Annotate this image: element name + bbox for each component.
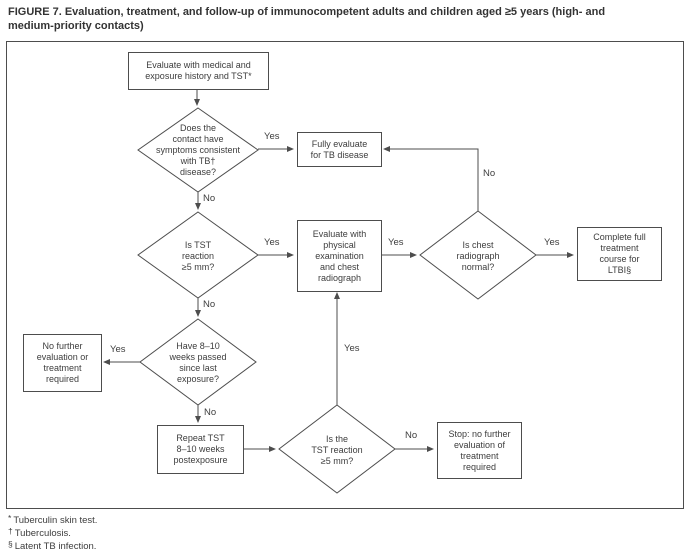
footnote-text: Latent TB infection.	[14, 541, 97, 552]
decision-tst2-shape	[278, 404, 396, 494]
node-evaluate-physical: Evaluate with physical examination and c…	[297, 220, 382, 292]
edge-label-radiograph-yes: Yes	[544, 237, 560, 248]
decision-tst-shape	[137, 211, 259, 299]
edge-label-physical-yes: Yes	[388, 237, 404, 248]
decision-symptoms-shape	[137, 107, 259, 193]
node-evaluate-history: Evaluate with medical and exposure histo…	[128, 52, 269, 90]
node-complete-course: Complete full treatment course for LTBI§	[577, 227, 662, 281]
footnote-ltbi: §Latent TB infection.	[8, 539, 97, 553]
edge-label-tst2-no: No	[405, 430, 418, 441]
edge-label-symptoms-yes: Yes	[264, 131, 280, 142]
node-stop: Stop: no further evaluation of treatment…	[437, 422, 522, 479]
footnotes: *Tuberculin skin test. †Tuberculosis. §L…	[8, 513, 98, 553]
decision-weeks-shape	[139, 318, 257, 406]
node-weeks-decision: Have 8–10 weeks passed since last exposu…	[169, 341, 227, 384]
edge-label-radiograph-no: No	[483, 168, 496, 179]
figure-title: FIGURE 7. Evaluation, treatment, and fol…	[8, 6, 606, 32]
node-no-further: No further evaluation or treatment requi…	[23, 334, 102, 392]
footnote-text: Tuberculin skin test.	[13, 515, 98, 526]
node-radiograph-decision: Is chest radiograph normal?	[456, 239, 500, 272]
footnote-tb: †Tuberculosis.	[8, 526, 97, 540]
footnote-tst: *Tuberculin skin test.	[8, 513, 98, 527]
node-tst-decision: Is TST reaction ≥5 mm?	[181, 239, 215, 272]
node-fully-evaluate: Fully evaluate for TB disease	[297, 132, 382, 167]
footnote-text: Tuberculosis.	[14, 528, 71, 539]
node-repeat-tst: Repeat TST 8–10 weeks postexposure	[157, 425, 244, 474]
footnote-marker: †	[8, 526, 13, 536]
footnote-marker: §	[8, 539, 13, 549]
edge-label-tst2-yes: Yes	[344, 343, 360, 354]
edge-label-weeks-no: No	[204, 407, 217, 418]
footnote-marker: *	[8, 513, 12, 523]
edge-label-weeks-yes: Yes	[110, 344, 126, 355]
edge-label-tst-no: No	[203, 299, 216, 310]
node-symptoms-decision: Does the contact have symptoms consisten…	[155, 122, 241, 177]
edge-label-tst-yes: Yes	[264, 237, 280, 248]
decision-radiograph-shape	[419, 210, 537, 300]
node-tst2-decision: Is the TST reaction ≥5 mm?	[311, 433, 363, 466]
connector-radiograph-no-fully-evaluate	[383, 146, 479, 211]
edge-label-symptoms-no: No	[203, 193, 216, 204]
